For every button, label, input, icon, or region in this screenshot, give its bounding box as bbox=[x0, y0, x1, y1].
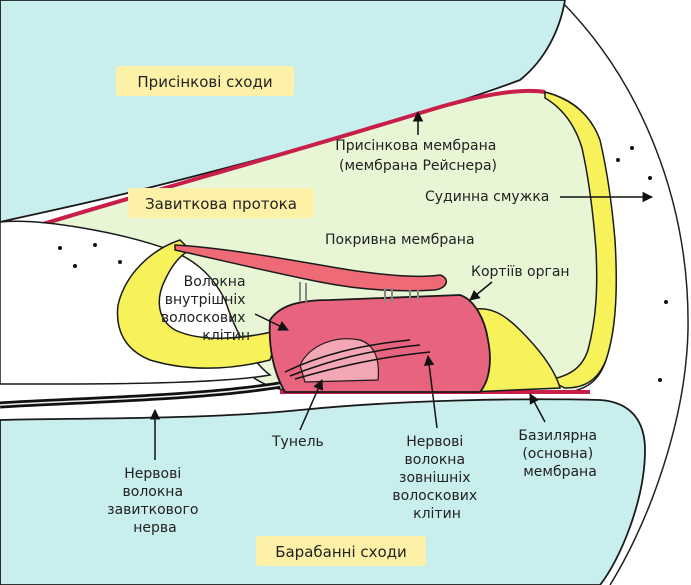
tectorial-label: Покривна мембрана bbox=[325, 232, 475, 248]
svg-text:Барабанні сходи: Барабанні сходи bbox=[275, 543, 407, 561]
scala-vestibuli-label: Присінкові сходи bbox=[116, 66, 294, 96]
scala-tympani-label: Барабанні сходи bbox=[256, 536, 426, 566]
stria-label: Судинна смужка bbox=[425, 189, 549, 205]
cochlear-duct-label: Завиткова протока bbox=[128, 188, 314, 218]
svg-text:Завиткова протока: Завиткова протока bbox=[145, 195, 297, 213]
corti-label: Кортіїв орган bbox=[471, 264, 570, 280]
tunnel-label: Тунель bbox=[271, 434, 324, 450]
basilar-label: Базилярна (основна) мембрана bbox=[518, 428, 601, 480]
svg-text:Присінкові сходи: Присінкові сходи bbox=[137, 73, 272, 91]
